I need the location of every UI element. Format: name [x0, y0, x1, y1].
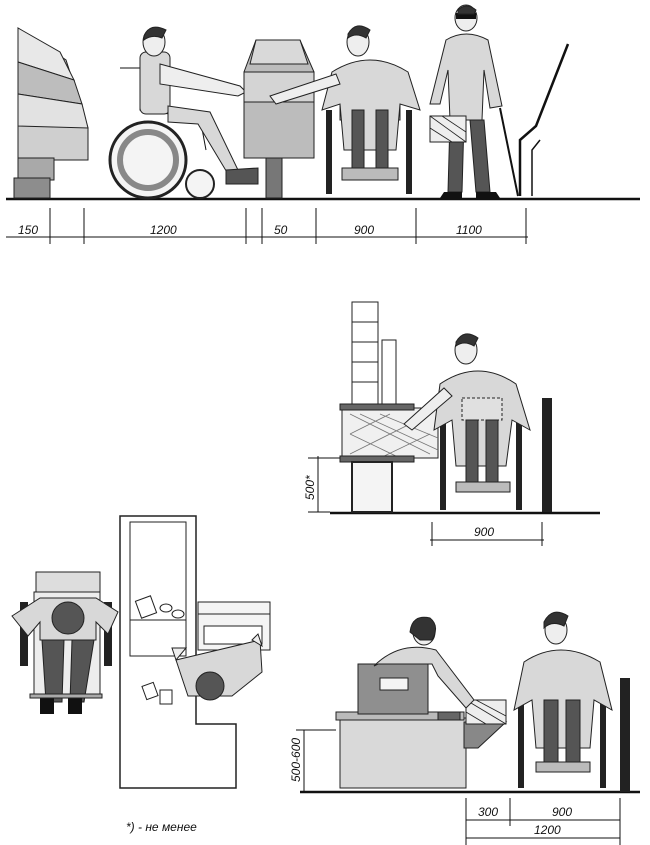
bottom-dimensions: 500-600 300 900 1200: [289, 729, 621, 845]
wheelchair-user-front: [269, 25, 421, 194]
shelving-unit: [13, 27, 89, 199]
top-section: 150 1200 50 900 1100: [6, 4, 640, 244]
dim-1200: 1200: [150, 223, 177, 237]
plan-wheelchair-user: [11, 571, 119, 714]
dim-900: 900: [354, 223, 374, 237]
cashier: [373, 616, 475, 709]
dim-150: 150: [18, 223, 38, 237]
visually-impaired-person: [429, 4, 519, 198]
mid-section: 500* 900: [303, 301, 600, 546]
dim-1200-total: 1200: [534, 823, 561, 837]
plan-person-standing: [171, 633, 263, 701]
dim-50: 50: [274, 223, 288, 237]
dim-height-500: 500*: [303, 475, 317, 500]
mid-dimensions: 500* 900: [303, 456, 544, 546]
plan-view: [11, 515, 271, 789]
dim-900-bottom: 900: [552, 805, 572, 819]
shelf-tower: [339, 301, 439, 513]
dim-height-500-600: 500-600: [289, 738, 303, 782]
top-dimension-line: 150 1200 50 900 1100: [6, 208, 528, 244]
dim-1100: 1100: [456, 223, 482, 237]
bottom-section: 500-600 300 900 1200: [289, 611, 640, 845]
stair-handrail: [518, 43, 570, 196]
cashier-counter: [335, 663, 508, 789]
counter-terminal: [243, 39, 315, 199]
wheelchair-user-reaching: [108, 26, 259, 200]
wheelchair-user-shelf: [403, 333, 552, 512]
wheelchair-customer: [513, 611, 630, 792]
dim-300: 300: [478, 805, 498, 819]
dim-width-900: 900: [474, 525, 494, 539]
footnote: *) - не менее: [126, 820, 197, 834]
